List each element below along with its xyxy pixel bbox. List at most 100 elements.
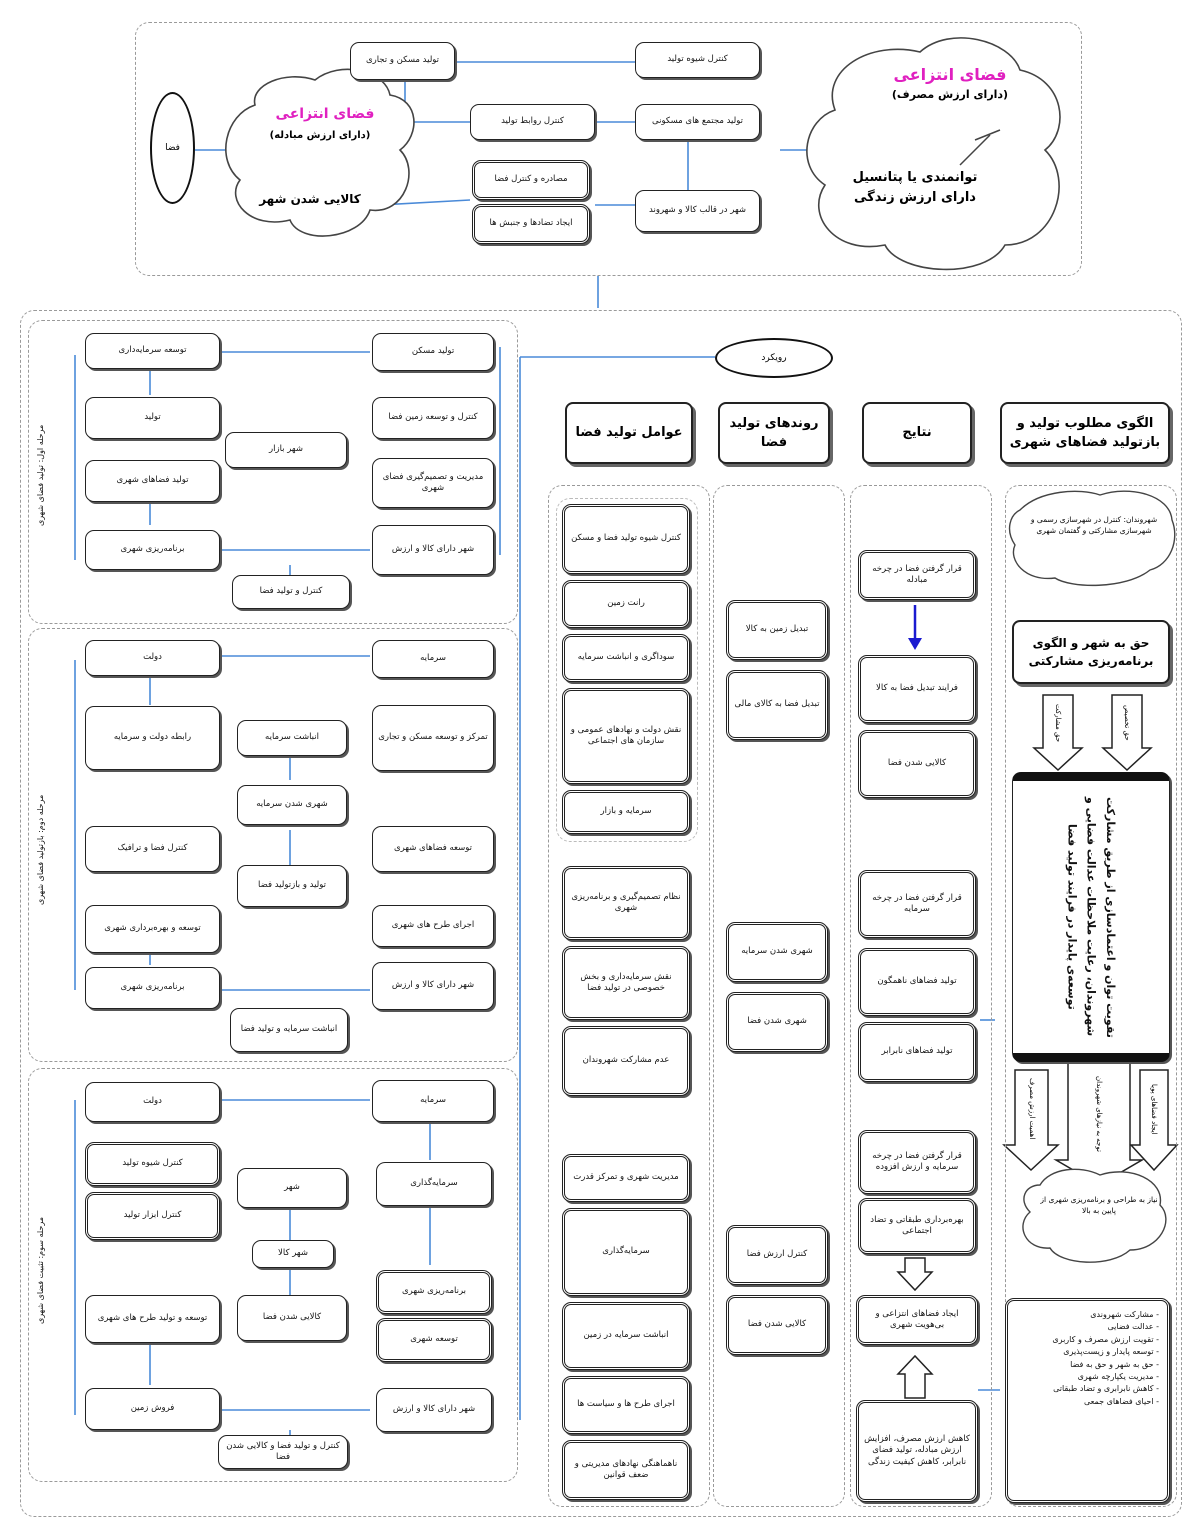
result-box-3: کالایی شدن فضا	[858, 730, 976, 798]
process-box-6: کالایی شدن فضا	[726, 1295, 828, 1355]
cloud-left-subtitle: (دارای ارزش مبادله)	[269, 130, 371, 141]
s2-box-4: انباشت سرمایه	[237, 720, 347, 756]
right-col-frame	[1005, 485, 1177, 1507]
cloud-left-body: کالایی شدن شهر	[259, 192, 361, 206]
s1-box-7: مدیریت و تصمیم‌گیری فضای شهری	[372, 458, 494, 508]
s2-box-8: توسعه فضاهای شهری	[372, 826, 494, 872]
s3-box-8: کالایی شدن فضا	[237, 1295, 347, 1341]
result-box-5: تولید فضاهای ناهمگون	[858, 948, 976, 1016]
factor-box-9: مدیریت شهری و تمرکز قدرت	[562, 1154, 690, 1202]
right-arrow-label-1: حق مشارکت	[1054, 703, 1062, 743]
factor-box-12: اجرای طرح ها و سیاست ها	[562, 1376, 690, 1434]
s2-box-11: اجرای طرح های شهری	[372, 905, 494, 947]
right-tall-box: تقویت توان و اعتمادسازی از طریق مشارکت ش…	[1012, 772, 1170, 1062]
results-col-frame	[850, 485, 992, 1507]
factor-box-11: انباشت سرمایه در زمین	[562, 1302, 690, 1370]
result-box-4: قرار گرفتن فضا در چرخه سرمایه	[858, 870, 976, 938]
s1-box-10: کنترل و تولید فضا	[232, 575, 350, 609]
approach-oval: رویکرد	[715, 338, 833, 378]
bottom-frame	[20, 310, 1182, 1517]
process-box-4: شهری شدن فضا	[726, 992, 828, 1052]
factor-box-5: سرمایه و بازار	[562, 790, 690, 834]
factor-box-6: نظام تصمیم‌گیری و برنامه‌ریزی شهری	[562, 866, 690, 940]
factor-box-13: ناهماهنگی نهادهای مدیریتی و ضعف قوانین	[562, 1440, 690, 1500]
top-box-5: شهر در قالب کالا و شهروند	[635, 190, 760, 232]
s1-box-4: کنترل و توسعه زمین فضا	[372, 397, 494, 439]
section-2-frame	[28, 628, 518, 1062]
top-box-3: تولید مجتمع های مسکونی	[635, 104, 760, 140]
header-optimal-pattern: الگوی مطلوب تولید و بازتولید فضاهای شهری	[1000, 402, 1170, 464]
process-box-5: کنترل ارزش فضا	[726, 1225, 828, 1285]
s2-box-7: کنترل فضا و ترافیک	[85, 826, 220, 872]
s3-box-7: شهر کالا	[252, 1240, 334, 1268]
s2-box-12: برنامه‌ریزی شهری	[85, 967, 220, 1009]
s3-box-6: سرمایه‌گذاری	[376, 1162, 492, 1206]
s1-box-9: شهر دارای کالا و ارزش	[372, 525, 494, 575]
factors-inner-frame-1	[556, 498, 698, 842]
right-bottom-arrow-1: اهمیت ارزش مصرف	[1028, 1078, 1036, 1140]
result-box-2: فرایند تبدیل فضا به کالا	[858, 655, 976, 723]
section-1-frame	[28, 320, 518, 624]
factor-box-7: نقش سرمایه‌داری و بخش خصوصی در تولید فضا	[562, 946, 690, 1020]
s3-box-11: توسعه شهری	[376, 1318, 492, 1362]
s3-box-13: شهر دارای کالا و ارزش	[376, 1388, 492, 1432]
top-oval: فضا	[150, 92, 195, 204]
process-box-2: تبدیل فضا به کالای مالی	[726, 670, 828, 740]
s1-box-1: توسعه سرمایه‌داری	[85, 333, 220, 369]
right-note: شهروندان: کنترل در شهرسازی رسمی و شهرساز…	[1030, 515, 1158, 535]
s2-box-5: تمرکز و توسعه مسکن و تجاری	[372, 705, 494, 771]
right-list-box: - مشارکت شهروندی - عدالت فضایی - تقویت ا…	[1005, 1298, 1170, 1503]
factor-box-10: سرمایه‌گذاری	[562, 1208, 690, 1296]
section-2-label: مرحله دوم: بازتولید فضای شهری	[36, 794, 45, 906]
s3-box-2: سرمایه	[372, 1080, 494, 1122]
s1-box-5: شهر بازار	[225, 432, 347, 468]
s2-box-2: سرمایه	[372, 640, 494, 678]
s1-box-2: تولید مسکن	[372, 333, 494, 371]
cloud-right-subtitle: (دارای ارزش مصرف)	[891, 88, 1009, 101]
s2-box-3: رابطه دولت و سرمایه	[85, 706, 220, 770]
section-3-label: مرحله سوم: تثبیت فضای شهری	[36, 1216, 45, 1324]
header-factors: عوامل تولید فضا	[565, 402, 693, 464]
result-box-9: ایجاد فضاهای انتزاعی و بی‌هویت شهری	[856, 1295, 978, 1345]
s2-box-10: توسعه و بهره‌برداری شهری	[85, 905, 220, 953]
right-box-title: حق به شهر و الگوی برنامه‌ریزی مشارکتی	[1012, 620, 1170, 684]
s3-box-5: شهر	[237, 1168, 347, 1208]
s3-box-3: کنترل شیوه تولید	[85, 1142, 220, 1186]
result-box-7: قرار گرفتن فضا در چرخه سرمایه و ارزش افز…	[858, 1130, 976, 1194]
cloud-right-title: فضای انتزاعی	[893, 65, 1007, 84]
process-box-3: شهری شدن سرمایه	[726, 922, 828, 982]
s1-box-6: تولید فضاهای شهری	[85, 460, 220, 502]
top-box-4: کنترل روابط تولید	[470, 104, 595, 140]
result-box-1: قرار گرفتن فضا در چرخه مبادله	[858, 550, 976, 600]
right-bottom-arrow-2: توجه به نیازهای شهروندان	[1095, 1076, 1103, 1152]
top-box-2: تولید مسکن و تجاری	[350, 42, 455, 80]
s2-box-1: دولت	[85, 640, 220, 676]
s2-box-13: شهر دارای کالا و ارزش	[372, 962, 494, 1010]
top-box-7: ایجاد تضادها و جنبش ها	[472, 204, 590, 244]
s3-box-1: دولت	[85, 1082, 220, 1122]
s3-box-12: فروش زمین	[85, 1388, 220, 1430]
processes-col-frame	[713, 485, 845, 1507]
factor-box-1: کنترل شیوه تولید فضا و مسکن	[562, 504, 690, 574]
result-box-10: کاهش ارزش مصرف، افزایش ارزش مبادله، تولی…	[856, 1400, 978, 1502]
s3-box-9: توسعه و تولید طرح های شهری	[85, 1295, 220, 1343]
process-box-1: تبدیل زمین به کالا	[726, 600, 828, 660]
header-processes: روندهای تولید فضا	[718, 402, 830, 464]
factor-box-4: نقش دولت و نهادهای عمومی و سازمان های اج…	[562, 688, 690, 784]
s1-box-3: تولید	[85, 397, 220, 439]
factor-box-2: رانت زمین	[562, 580, 690, 628]
top-box-6: مصادره و کنترل فضا	[472, 160, 590, 200]
factor-box-3: سوداگری و انباشت سرمایه	[562, 634, 690, 682]
result-box-8: بهره‌برداری طبقاتی و تضاد اجتماعی	[858, 1198, 976, 1254]
s1-box-8: برنامه‌ریزی شهری	[85, 530, 220, 570]
s3-box-10: برنامه‌ریزی شهری	[376, 1270, 492, 1314]
right-cloud-note: نیاز به طراحی و برنامه‌ریزی شهری از پایی…	[1040, 1195, 1158, 1215]
header-results: نتایج	[862, 402, 972, 464]
s3-box-14: کنترل و تولید فضا و کالایی شدن فضا	[218, 1435, 348, 1469]
result-box-6: تولید فضاهای نابرابر	[858, 1022, 976, 1082]
section-3-frame	[28, 1068, 518, 1482]
factor-box-8: عدم مشارکت شهروندان	[562, 1026, 690, 1096]
section-1-label: مرحله اول: تولید فضای شهری	[36, 424, 45, 526]
s2-box-14: انباشت سرمایه و تولید فضا	[230, 1008, 348, 1052]
